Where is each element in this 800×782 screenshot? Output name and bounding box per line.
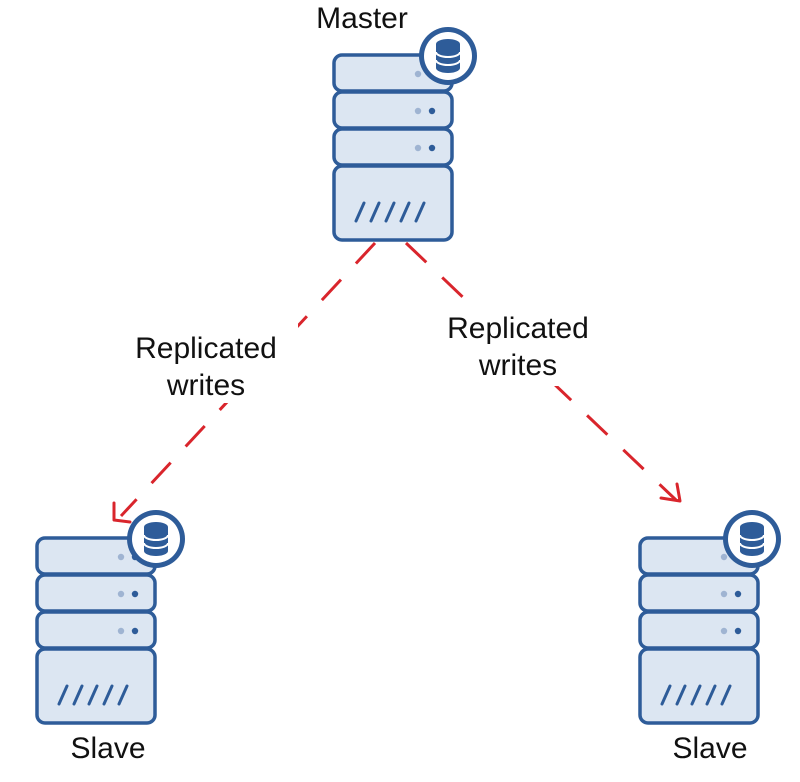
edge-right-label: Replicated writes bbox=[428, 306, 610, 386]
edge-left-label-line2: writes bbox=[166, 369, 245, 402]
edge-left-line bbox=[119, 241, 377, 518]
slave-right-node: Slave bbox=[638, 509, 782, 765]
slave-left-node: Slave bbox=[35, 509, 186, 765]
slave-left-database-icon bbox=[126, 509, 186, 569]
slave-right-server-icon bbox=[638, 536, 760, 725]
edge-right-line bbox=[404, 241, 678, 502]
edge-left-label-line1: Replicated bbox=[135, 332, 277, 365]
edge-left-label: Replicated writes bbox=[116, 323, 298, 403]
edge-right-label-line1: Replicated bbox=[447, 312, 589, 345]
master-database-icon bbox=[418, 26, 478, 86]
slave-left-server-icon bbox=[35, 536, 157, 725]
slave-right-database-icon bbox=[722, 509, 782, 569]
edge-left bbox=[112, 241, 377, 524]
slave-left-label: Slave bbox=[70, 732, 145, 765]
master-label: Master bbox=[316, 2, 408, 35]
edge-right-arrowhead bbox=[659, 482, 682, 503]
edge-left-arrowhead bbox=[112, 501, 132, 524]
edge-right bbox=[404, 241, 682, 503]
master-server-icon bbox=[332, 53, 454, 242]
master-node: Master bbox=[316, 2, 478, 242]
slave-right-label: Slave bbox=[672, 732, 747, 765]
edge-right-label-line2: writes bbox=[478, 349, 557, 382]
